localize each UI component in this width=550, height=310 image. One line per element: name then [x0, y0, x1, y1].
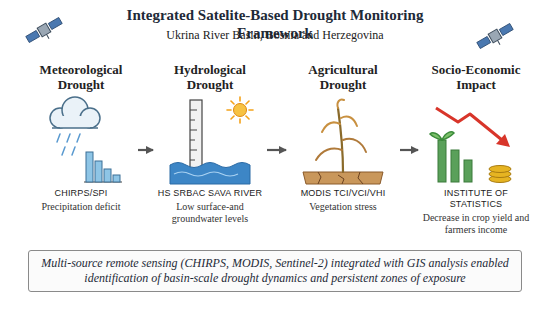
sun-icon	[234, 104, 247, 117]
soil-cracks	[358, 172, 363, 184]
water-gauge	[190, 160, 195, 161]
dry-plant	[322, 122, 340, 132]
cloud-icon	[52, 127, 98, 129]
dry-plant	[341, 116, 357, 126]
decline-arrow	[436, 108, 502, 140]
sprout-icon	[430, 132, 454, 140]
bar-chart	[95, 161, 102, 182]
sun-icon	[227, 97, 253, 123]
illustration-space	[155, 92, 265, 188]
stage-column: Agricultural DroughtMODIS TCI/VCI/VHI Veg…	[288, 62, 398, 213]
impact-caption: Precipitation deficit	[26, 201, 136, 213]
stage-heading: Agricultural Drought	[288, 62, 398, 92]
rain-lines	[72, 147, 75, 155]
water-gauge	[190, 150, 197, 151]
impact-caption: Vegetation stress	[288, 201, 398, 213]
cloud-icon	[60, 116, 90, 128]
flow-arrow	[138, 149, 153, 151]
illustration-space	[26, 92, 136, 188]
sprout-icon	[442, 132, 454, 140]
satellite-icon	[47, 34, 50, 38]
stage-heading: Socio-Economic Impact	[420, 62, 532, 92]
soil-cracks	[318, 172, 363, 184]
rain-lines	[67, 134, 70, 142]
bar-chart	[113, 175, 120, 182]
stage-heading: Meteorological Drought	[26, 62, 136, 92]
stage-column: Hydrological Drought HS SRBAC SAVA RIVER L…	[155, 62, 265, 225]
coin-stack	[489, 166, 511, 183]
impact-caption: Decrease in crop yield and farmers incom…	[420, 212, 532, 236]
illustration-space	[420, 92, 532, 188]
water-gauge	[190, 130, 197, 131]
soil-cracks	[318, 172, 321, 184]
dry-plant	[316, 148, 342, 160]
water-gauge	[190, 110, 197, 111]
bar-chart	[84, 152, 122, 182]
impact-caption: Low surface-and groundwater levels	[155, 201, 265, 225]
cracked-soil	[303, 172, 383, 184]
water-gauge	[190, 110, 197, 160]
rain-lines	[57, 134, 60, 142]
water-waves	[174, 172, 238, 176]
stage-column: Meteorological DroughtCHIRPS/SPI Precipit…	[26, 62, 136, 213]
flow-arrow	[400, 149, 418, 151]
green-bars	[464, 160, 472, 182]
satellite-icon	[488, 29, 502, 43]
summary-box: Multi-source remote sensing (CHIRPS, MOD…	[28, 250, 522, 292]
bar-chart	[104, 169, 111, 182]
stage-heading: Hydrological Drought	[155, 62, 265, 92]
decline-arrow	[496, 134, 510, 147]
source-label: CHIRPS/SPI	[26, 188, 136, 199]
sun-icon	[231, 116, 234, 119]
satellite-icon	[499, 23, 513, 35]
sun-icon	[246, 116, 249, 119]
soil-cracks	[338, 175, 344, 184]
green-bars	[438, 140, 472, 182]
sun-icon	[227, 109, 231, 111]
satellite-icon	[37, 23, 51, 37]
water-gauge	[190, 140, 195, 141]
source-label: MODIS TCI/VCI/VHI	[288, 188, 398, 199]
source-label: HS SRBAC SAVA RIVER	[155, 188, 265, 199]
green-bars	[438, 140, 446, 182]
green-bars	[451, 150, 459, 182]
dry-plant	[343, 139, 366, 152]
sun-icon	[246, 101, 249, 104]
rain-lines	[57, 134, 80, 155]
sun-icon	[231, 101, 234, 104]
sun-icon	[239, 97, 241, 101]
sun-icon	[227, 97, 253, 123]
cloud-icon	[50, 97, 100, 128]
dry-plant	[337, 99, 344, 108]
source-label: INSTITUTE OF STATISTICS	[420, 188, 532, 210]
illustration-space	[288, 92, 398, 188]
rain-lines	[77, 134, 80, 142]
satellite-icon	[476, 22, 516, 54]
coin-stack	[489, 166, 511, 173]
sun-icon	[239, 119, 241, 123]
bar-chart	[86, 152, 93, 182]
water-waves	[170, 163, 250, 185]
stage-column: Socio-Economic ImpactINSTITUTE OF STATIS…	[420, 62, 532, 236]
satellite-icon	[498, 40, 501, 44]
summary-text: Multi-source remote sensing (CHIRPS, MOD…	[39, 256, 511, 286]
decline-arrow	[436, 108, 510, 147]
flow-arrow	[267, 149, 286, 151]
satellite-icon	[477, 36, 491, 48]
sprout-icon	[430, 133, 442, 140]
subtitle-label: Ukrina River Basin, Bosnia and Herzegovi…	[120, 28, 430, 43]
dry-plant	[316, 99, 366, 172]
rain-lines	[62, 147, 65, 155]
satellite-icon	[48, 17, 62, 29]
water-gauge	[190, 120, 195, 121]
satellite-icon	[26, 30, 40, 42]
sun-icon	[249, 109, 253, 111]
satellite-icon	[25, 16, 65, 48]
